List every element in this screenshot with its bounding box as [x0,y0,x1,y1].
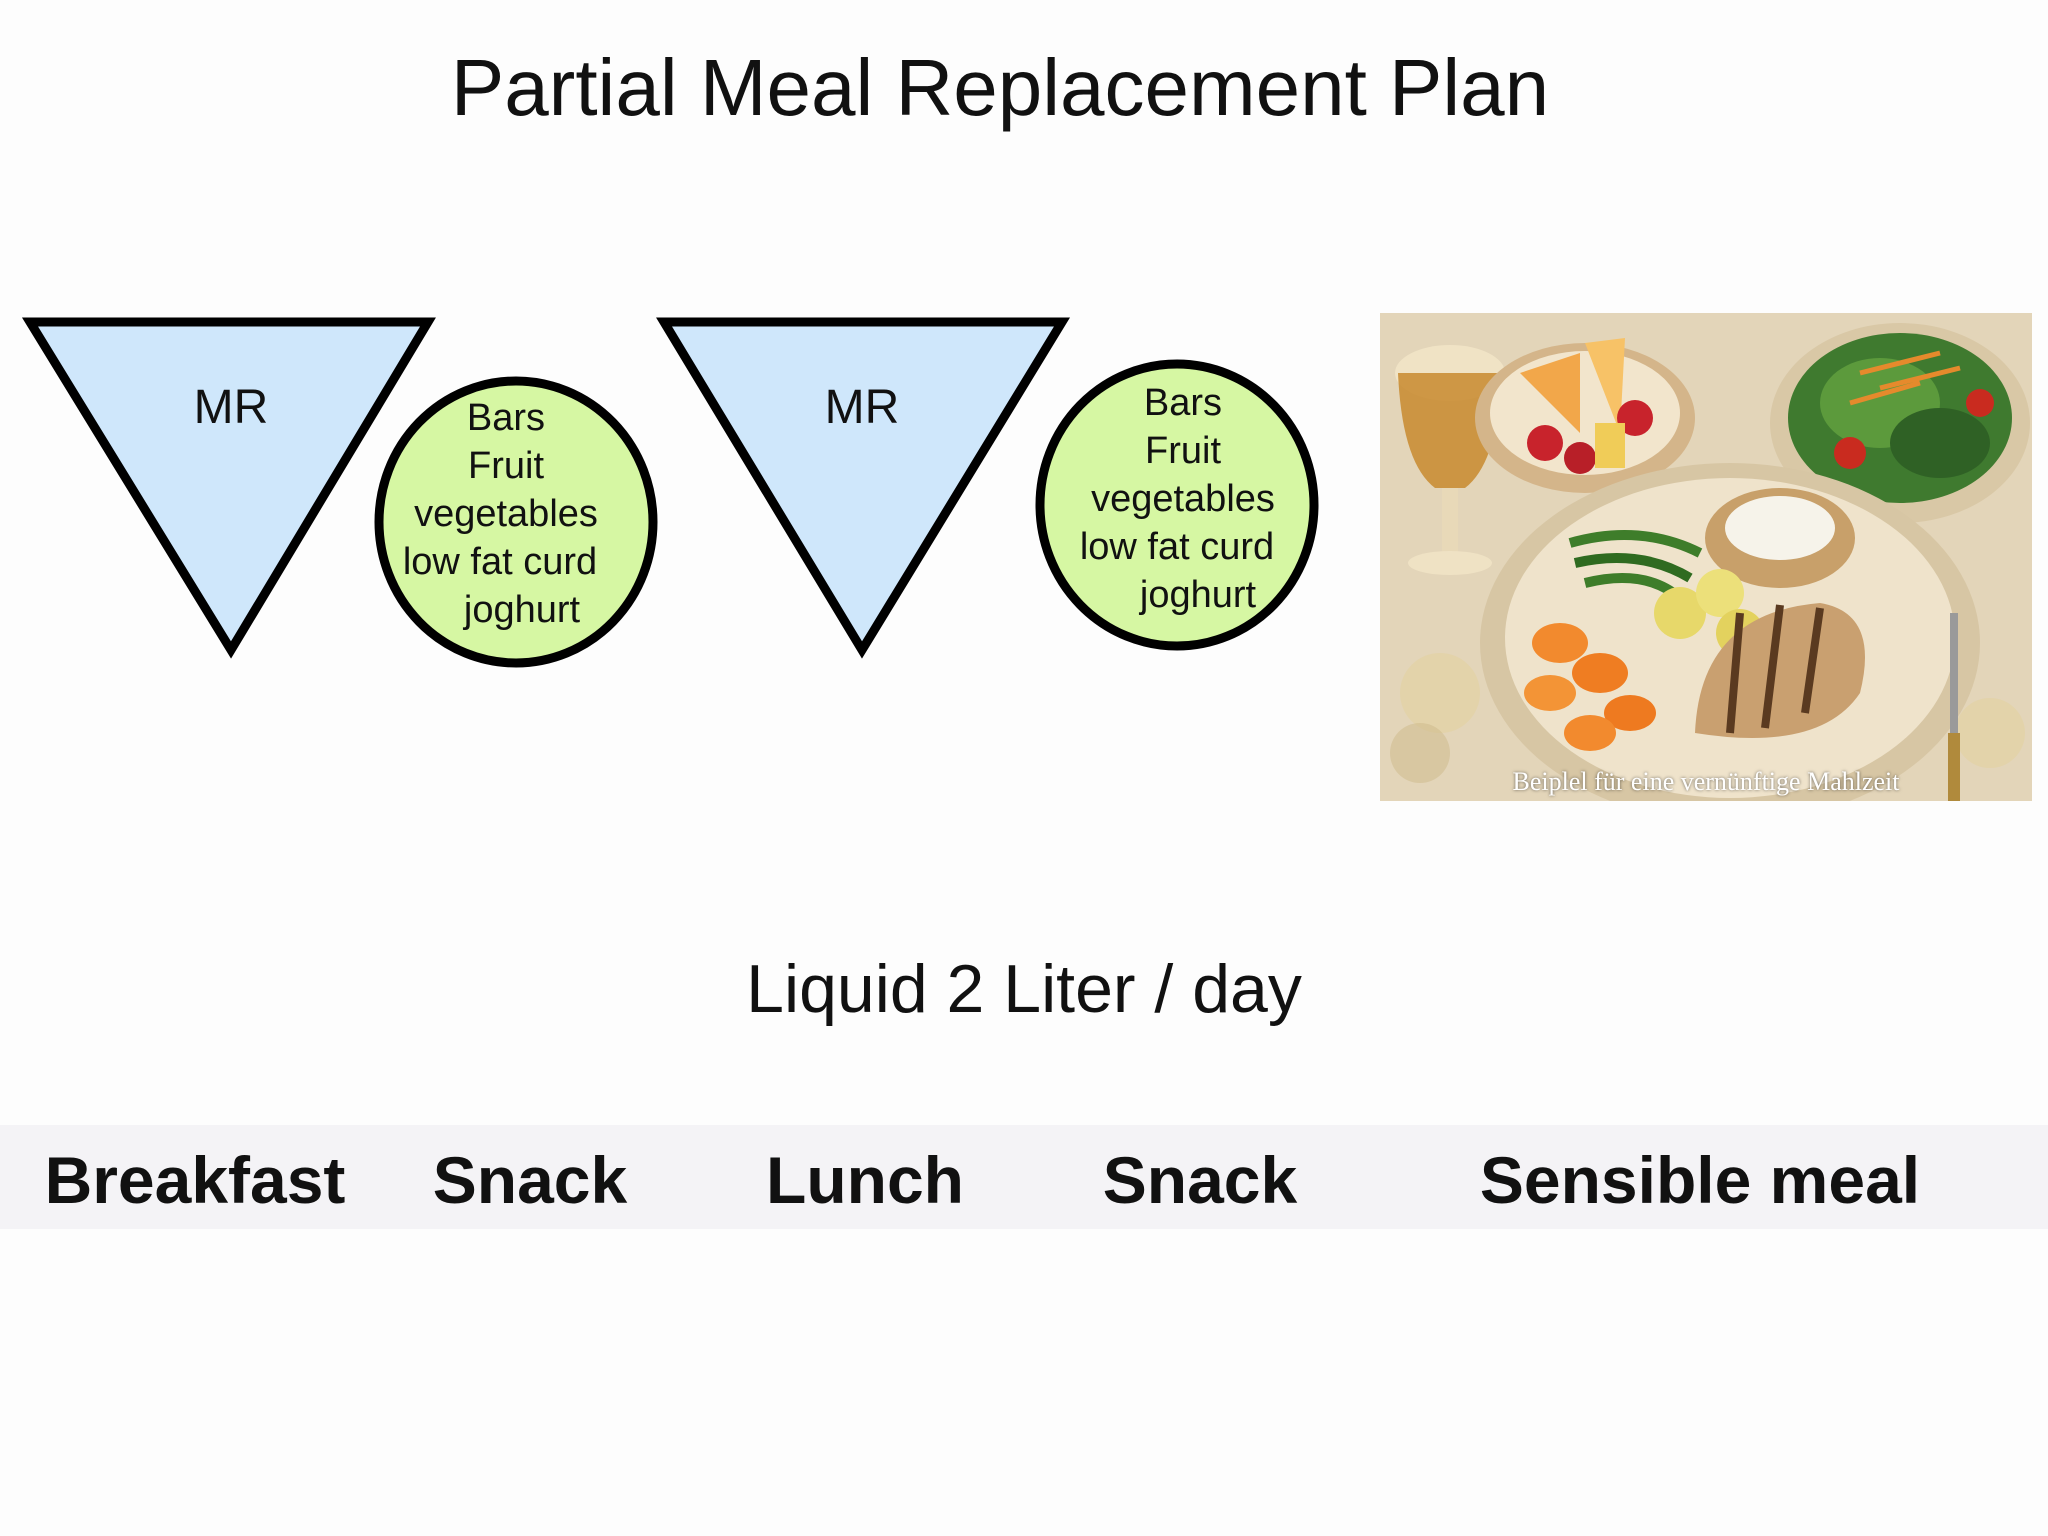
meal-replacement-triangle-2: MR [656,317,1071,659]
meal-label-breakfast: Breakfast [44,1143,346,1217]
meal-label-sensible-meal: Sensible meal [1479,1143,1921,1217]
circle-line: Fruit [1145,430,1221,472]
circle-line: Fruit [468,445,544,487]
triangle-label: MR [825,381,900,434]
circle-line: Bars [1144,382,1222,424]
triangle-label: MR [194,381,269,434]
circle-line: vegetables [1091,478,1275,520]
meal-replacement-triangle-1: MR [21,317,436,659]
circle-line: low fat curd [403,541,597,583]
meal-label-lunch: Lunch [766,1143,964,1217]
circle-line: joghurt [1139,574,1257,616]
snack-circle-2: Bars Fruit vegetables low fat curd joghu… [1035,359,1319,651]
circle-line: joghurt [463,589,581,631]
meal-photo-icon [1380,313,2032,801]
circle-line: low fat curd [1080,526,1274,568]
snack-circle-1: Bars Fruit vegetables low fat curd joghu… [374,376,658,668]
meal-plan-diagram: MR Bars Fruit vegetables low fat curd jo… [21,317,1319,668]
circle-line: vegetables [414,493,598,535]
meal-photo: Beiplel für eine vernünftige Mahlzeit [1380,313,2032,801]
page-title: Partial Meal Replacement Plan [450,43,1550,132]
circle-line: Bars [467,397,545,439]
liquid-note: Liquid 2 Liter / day [746,951,1302,1027]
meal-timeline-bar [0,1125,2048,1229]
photo-caption: Beiplel für eine vernünftige Mahlzeit [1512,767,1900,796]
meal-label-snack-2: Snack [1102,1143,1298,1217]
meal-label-snack-1: Snack [432,1143,628,1217]
